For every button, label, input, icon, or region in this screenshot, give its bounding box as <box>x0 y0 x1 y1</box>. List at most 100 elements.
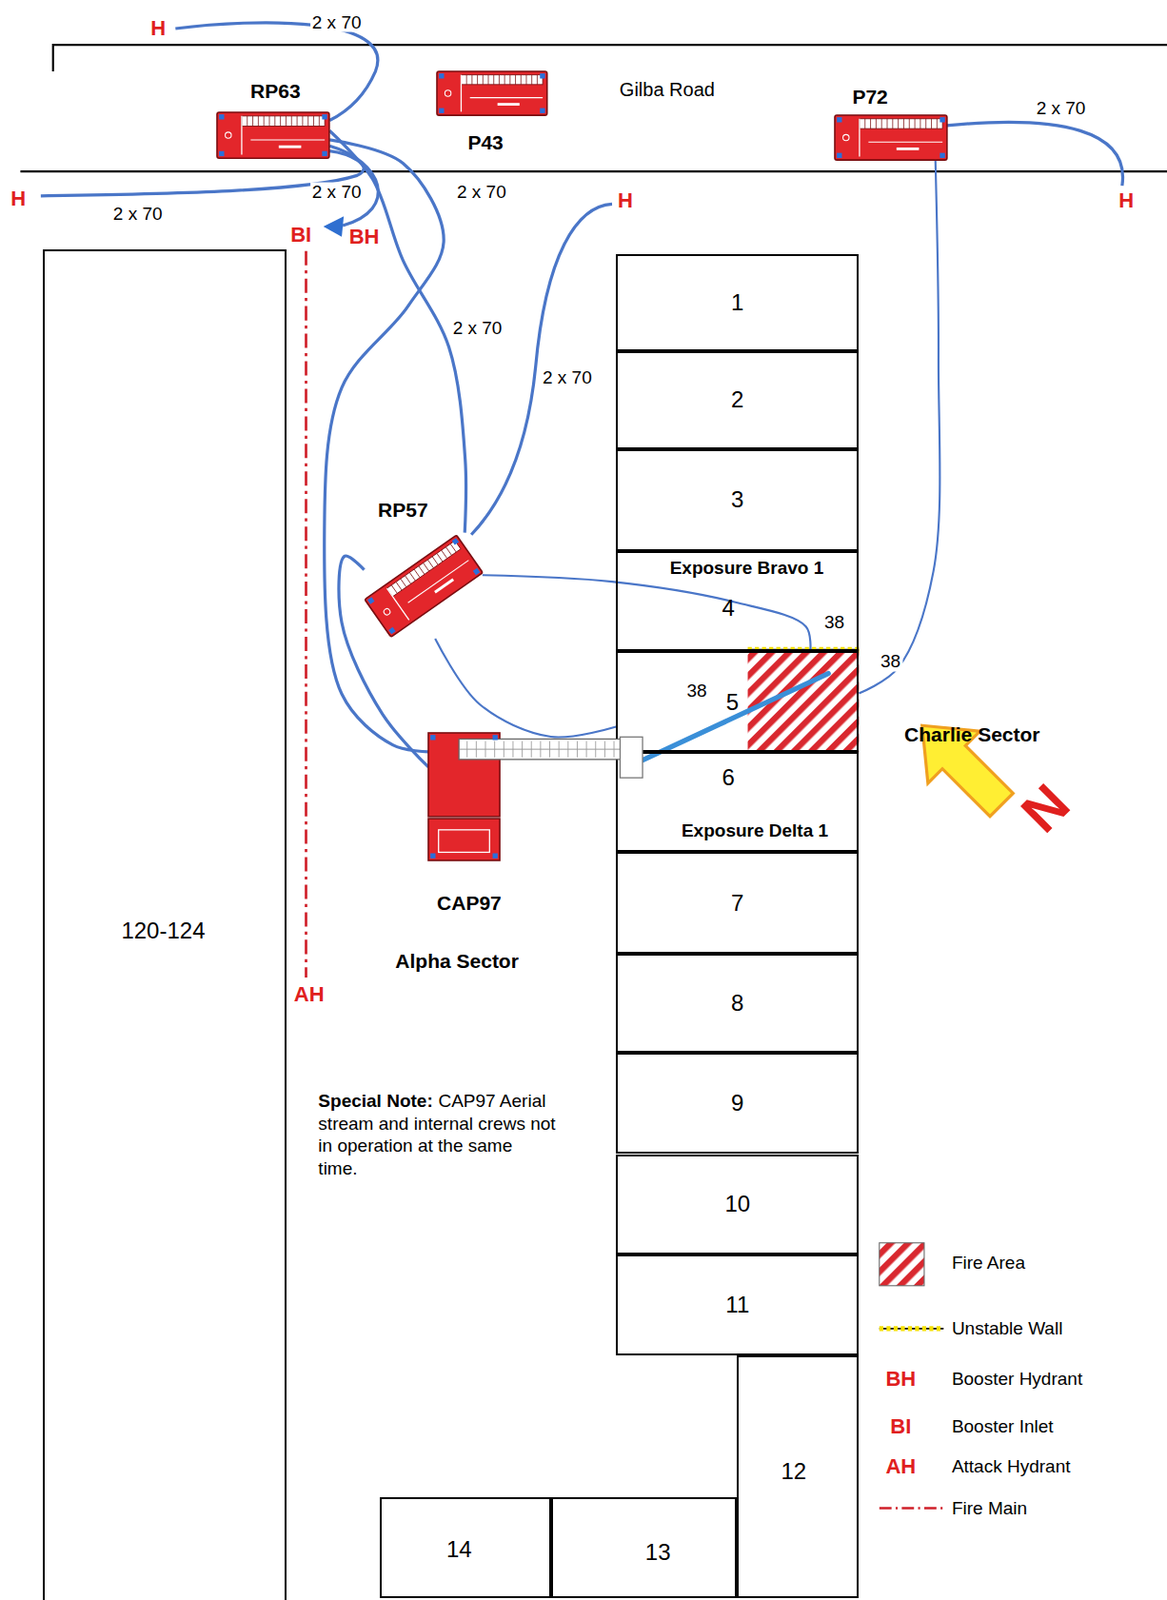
ladder-rung <box>475 740 477 757</box>
cab-line <box>459 75 461 113</box>
hose <box>471 203 613 535</box>
hose-line <box>435 638 616 737</box>
beacon <box>939 153 945 159</box>
truck-body <box>217 112 330 159</box>
building-unit: 8 <box>615 953 859 1053</box>
unit-label: Exposure Bravo 1 <box>670 558 825 579</box>
unit-label: Exposure Delta 1 <box>681 820 829 841</box>
unit-label: 4 <box>721 595 734 621</box>
bay-slat <box>435 553 442 562</box>
unit-label: 1 <box>731 290 744 316</box>
booster-hydrant: BH <box>349 225 380 249</box>
appliance-label: RP63 <box>250 80 301 103</box>
hydrant-mark: H <box>150 17 166 40</box>
beacon <box>472 567 479 574</box>
unit-label: 2 <box>731 387 744 413</box>
road-edge <box>53 44 1167 72</box>
legend-text: Attack Hydrant <box>951 1456 1071 1477</box>
cab-line <box>241 116 243 156</box>
sector-name: Charlie Sector <box>904 723 1040 746</box>
road-name: Gilba Road <box>619 79 715 100</box>
beacon <box>322 114 328 119</box>
cab-window <box>438 830 491 853</box>
building-unit: Exposure Bravo 1 4 <box>615 551 859 652</box>
special-note: Special Note:CAP97 Aerial stream and int… <box>317 1089 556 1181</box>
appliance-group <box>436 71 548 116</box>
bay-slat <box>519 75 521 85</box>
building-unit: 3 <box>615 449 859 552</box>
building-unit: 10 <box>615 1154 859 1255</box>
hose-size: 2 x 70 <box>310 181 364 202</box>
aerial-platform <box>620 736 644 778</box>
ladder-rung <box>594 740 596 757</box>
bay-slat <box>269 116 271 127</box>
bay-slat <box>875 118 877 129</box>
appliance-icon <box>217 112 330 159</box>
bay-slat <box>471 75 473 85</box>
hose-lines <box>40 22 1124 535</box>
bay-slat <box>481 75 483 85</box>
bay-slat <box>440 550 447 559</box>
bay-slat <box>886 118 888 129</box>
hose-size: 2 x 70 <box>540 367 594 388</box>
beacon <box>430 734 436 740</box>
beacon <box>367 596 375 604</box>
appliance-icon <box>364 533 483 639</box>
cab-mark <box>225 132 232 139</box>
ladder-rung <box>576 740 578 757</box>
hydrant-mark: H <box>10 187 26 211</box>
building-unit: 13 <box>551 1497 737 1599</box>
appliance-group <box>428 732 643 861</box>
aerial-stream <box>642 673 829 761</box>
beacon <box>388 626 396 633</box>
aerial-ladder <box>458 738 622 759</box>
bay-slat <box>414 569 420 578</box>
hose-bay <box>241 116 325 127</box>
unit-label: 14 <box>446 1537 473 1563</box>
bay-slat <box>897 118 899 129</box>
bay-slat <box>257 116 259 127</box>
bay-slat <box>919 118 921 129</box>
hydrant-mark: H <box>617 189 633 213</box>
bay-slat <box>399 578 406 588</box>
bay-slat <box>514 75 516 85</box>
legend-text: Booster Hydrant <box>951 1369 1083 1390</box>
fire-appliance: RP57 <box>364 533 483 639</box>
legend-text: Booster Inlet <box>951 1416 1054 1437</box>
hose-bay <box>386 540 461 597</box>
building: 120-124 <box>42 249 287 1600</box>
bay-slat <box>531 75 533 85</box>
ladder-rung <box>604 740 606 757</box>
bay-slat <box>275 116 277 127</box>
hydrant-mark: H <box>1118 189 1134 213</box>
appliance-icon <box>436 71 548 116</box>
legend-symbol: BI <box>890 1415 911 1439</box>
ladder-rung <box>539 740 541 757</box>
bay-slat <box>302 116 304 127</box>
building-unit: 11 <box>615 1254 859 1356</box>
ladder-rung <box>558 740 560 757</box>
bay-slat <box>263 116 265 127</box>
booster-inlet: BI <box>290 222 312 246</box>
legend-symbol: BH <box>885 1367 916 1391</box>
building-unit: 2 <box>615 351 859 450</box>
road-edge <box>19 170 1167 173</box>
legend-fire-main <box>879 1506 945 1510</box>
appliance-label: P72 <box>851 85 888 108</box>
bay-slat <box>476 75 478 85</box>
hose-size: 2 x 70 <box>451 318 505 339</box>
hose-bay <box>859 118 943 129</box>
bay-slat <box>493 75 495 85</box>
body-line <box>251 138 326 140</box>
ladder-mark <box>895 147 919 151</box>
truck-body <box>436 71 548 116</box>
building-unit: 5 <box>615 651 859 752</box>
hose-size: 2 x 70 <box>310 12 364 33</box>
bay-slat <box>318 116 320 127</box>
bay-slat <box>391 584 397 594</box>
cab-mark <box>842 135 849 141</box>
bay-slat <box>536 75 538 85</box>
